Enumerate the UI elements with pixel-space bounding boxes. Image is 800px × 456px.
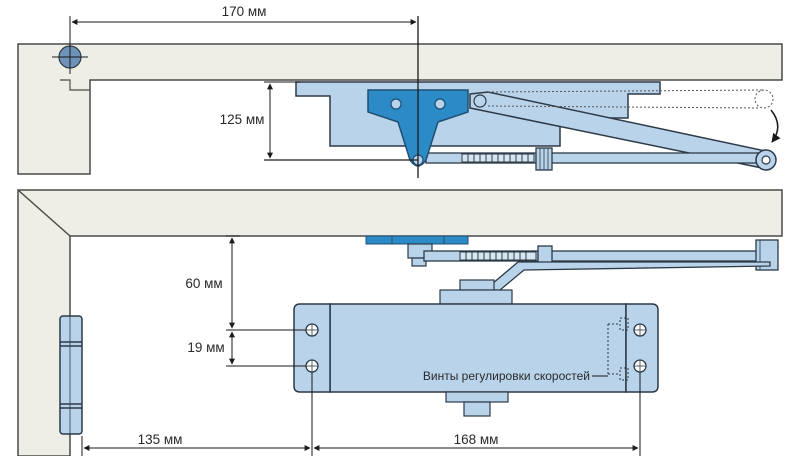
door-frame-top [17,43,783,175]
top-view: 170 мм 125 мм [17,4,783,178]
dim-170: 170 мм [222,4,267,19]
main-arm-front [479,261,771,291]
dim-168: 168 мм [454,432,499,447]
dim-125: 125 мм [220,112,265,127]
dim-19: 19 мм [187,340,224,355]
end-plate-left [293,303,331,393]
bottom-view: Винты регулировки скоростей 60 мм 19 мм … [17,189,783,456]
swing-arrow [770,109,781,143]
speed-screws-label: Винты регулировки скоростей [423,369,590,383]
dim-60: 60 мм [185,276,222,291]
dim-135: 135 мм [138,432,183,447]
arm-open-position [487,89,763,109]
threaded-section [461,153,535,163]
frame-bracket [365,235,469,245]
frame-step [60,79,90,91]
door-hinge-icon [59,315,83,435]
end-plate-right [625,303,659,393]
